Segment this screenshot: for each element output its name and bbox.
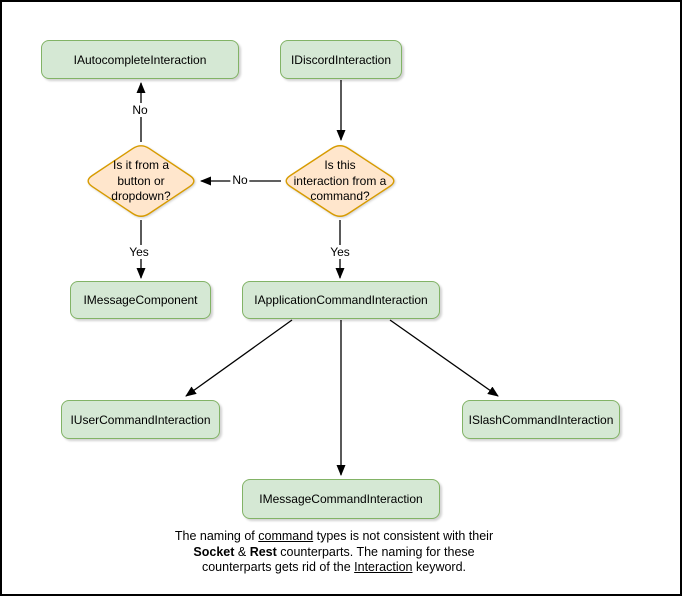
decision-from-command-label: Is this interaction from a command? [293,158,387,203]
node-iautocompleteinteraction: IAutocompleteInteraction [41,40,239,79]
node-imessagecommandinteraction: IMessageCommandInteraction [242,479,440,519]
node-imessagecomponent: IMessageComponent [70,281,211,319]
node-label: ISlashCommandInteraction [468,412,614,427]
edge-label-no-button-dropdown: No [230,173,250,187]
arrow-application-to-user-command [185,319,293,397]
decision-button-dropdown-shape [87,145,195,217]
node-label: IMessageComponent [83,293,198,307]
edge-label-no-autocomplete: No [130,103,150,117]
note-line-2: Socket & Rest counterparts. The naming f… [193,544,475,559]
note-line-3: counterparts gets rid of the Interaction… [201,560,467,574]
node-label: IApplicationCommandInteraction [254,293,428,307]
note-line-1: The naming of command types is not consi… [174,529,494,543]
node-islashcommandinteraction: ISlashCommandInteraction [462,400,620,439]
decision-from-command-shape [285,145,395,217]
naming-note: The naming of command types is not consi… [134,529,534,576]
node-label: IMessageCommandInteraction [259,492,423,506]
edge-label-yes-message-component: Yes [127,245,151,259]
node-label: IAutocompleteInteraction [73,52,207,67]
node-label: IUserCommandInteraction [70,412,211,427]
arrow-application-to-slash-command [389,319,499,397]
decision-button-dropdown-label: Is it from a button or dropdown? [111,158,171,203]
edge-label-yes-application-command: Yes [328,245,352,259]
node-iapplicationcommandinteraction: IApplicationCommandInteraction [242,281,440,319]
node-label: IDiscordInteraction [290,52,392,67]
node-iusercommandinteraction: IUserCommandInteraction [61,400,220,439]
node-idiscordinteraction: IDiscordInteraction [280,40,402,79]
